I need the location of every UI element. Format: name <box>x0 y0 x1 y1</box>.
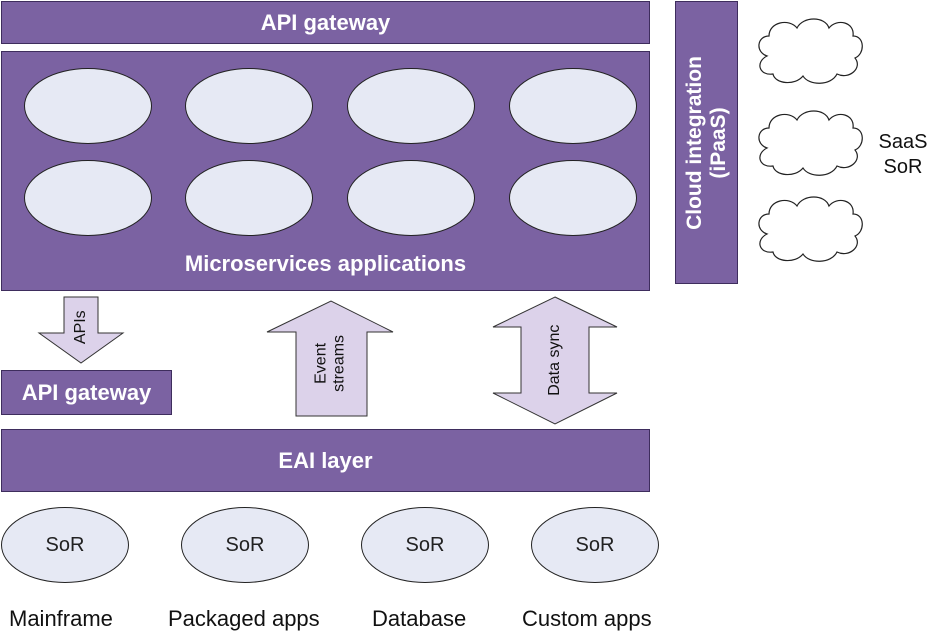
apis-arrow <box>37 296 125 364</box>
microservice-node <box>347 68 475 144</box>
data-sync-label: Data sync <box>545 324 563 396</box>
microservices-label: Microservices applications <box>184 251 467 276</box>
eai-layer: EAI layer <box>1 429 650 492</box>
lower-api-gateway-label: API gateway <box>21 379 152 405</box>
sor-node: SoR <box>531 507 659 583</box>
cloud-icon <box>758 18 863 84</box>
saas-sor-label: SaaS SoR <box>878 130 928 180</box>
mainframe-label: Mainframe <box>9 606 113 631</box>
cloud-integration-bar: Cloud integration (iPaaS) <box>675 1 738 284</box>
cloud-icon <box>758 196 863 262</box>
saas-sor-text: SoR <box>883 156 923 178</box>
microservice-node <box>24 68 152 144</box>
event-streams-line1: Event <box>312 342 330 384</box>
microservice-node <box>509 68 637 144</box>
event-streams-arrow <box>266 300 394 417</box>
event-streams-label: Event streams <box>313 313 350 413</box>
custom-apps-label: Custom apps <box>522 606 652 631</box>
top-api-gateway-label: API gateway <box>260 9 391 35</box>
microservices-panel: Microservices applications <box>1 51 650 291</box>
apis-label: APIs <box>71 310 89 345</box>
eai-layer-label: EAI layer <box>278 447 373 473</box>
saas-label: SaaS <box>878 131 928 153</box>
packaged-apps-label: Packaged apps <box>168 606 320 631</box>
sor-node: SoR <box>181 507 309 583</box>
top-api-gateway: API gateway <box>1 1 650 44</box>
microservice-node <box>24 160 152 236</box>
lower-api-gateway: API gateway <box>1 370 172 415</box>
microservice-node <box>185 68 313 144</box>
microservice-node <box>185 160 313 236</box>
event-streams-line2: streams <box>331 334 348 392</box>
sor-node: SoR <box>361 507 489 583</box>
cloud-icon <box>758 110 863 176</box>
sor-node: SoR <box>1 507 129 583</box>
database-label: Database <box>372 606 467 631</box>
microservice-node <box>509 160 637 236</box>
data-sync-arrow <box>492 296 618 425</box>
microservice-node <box>347 160 475 236</box>
